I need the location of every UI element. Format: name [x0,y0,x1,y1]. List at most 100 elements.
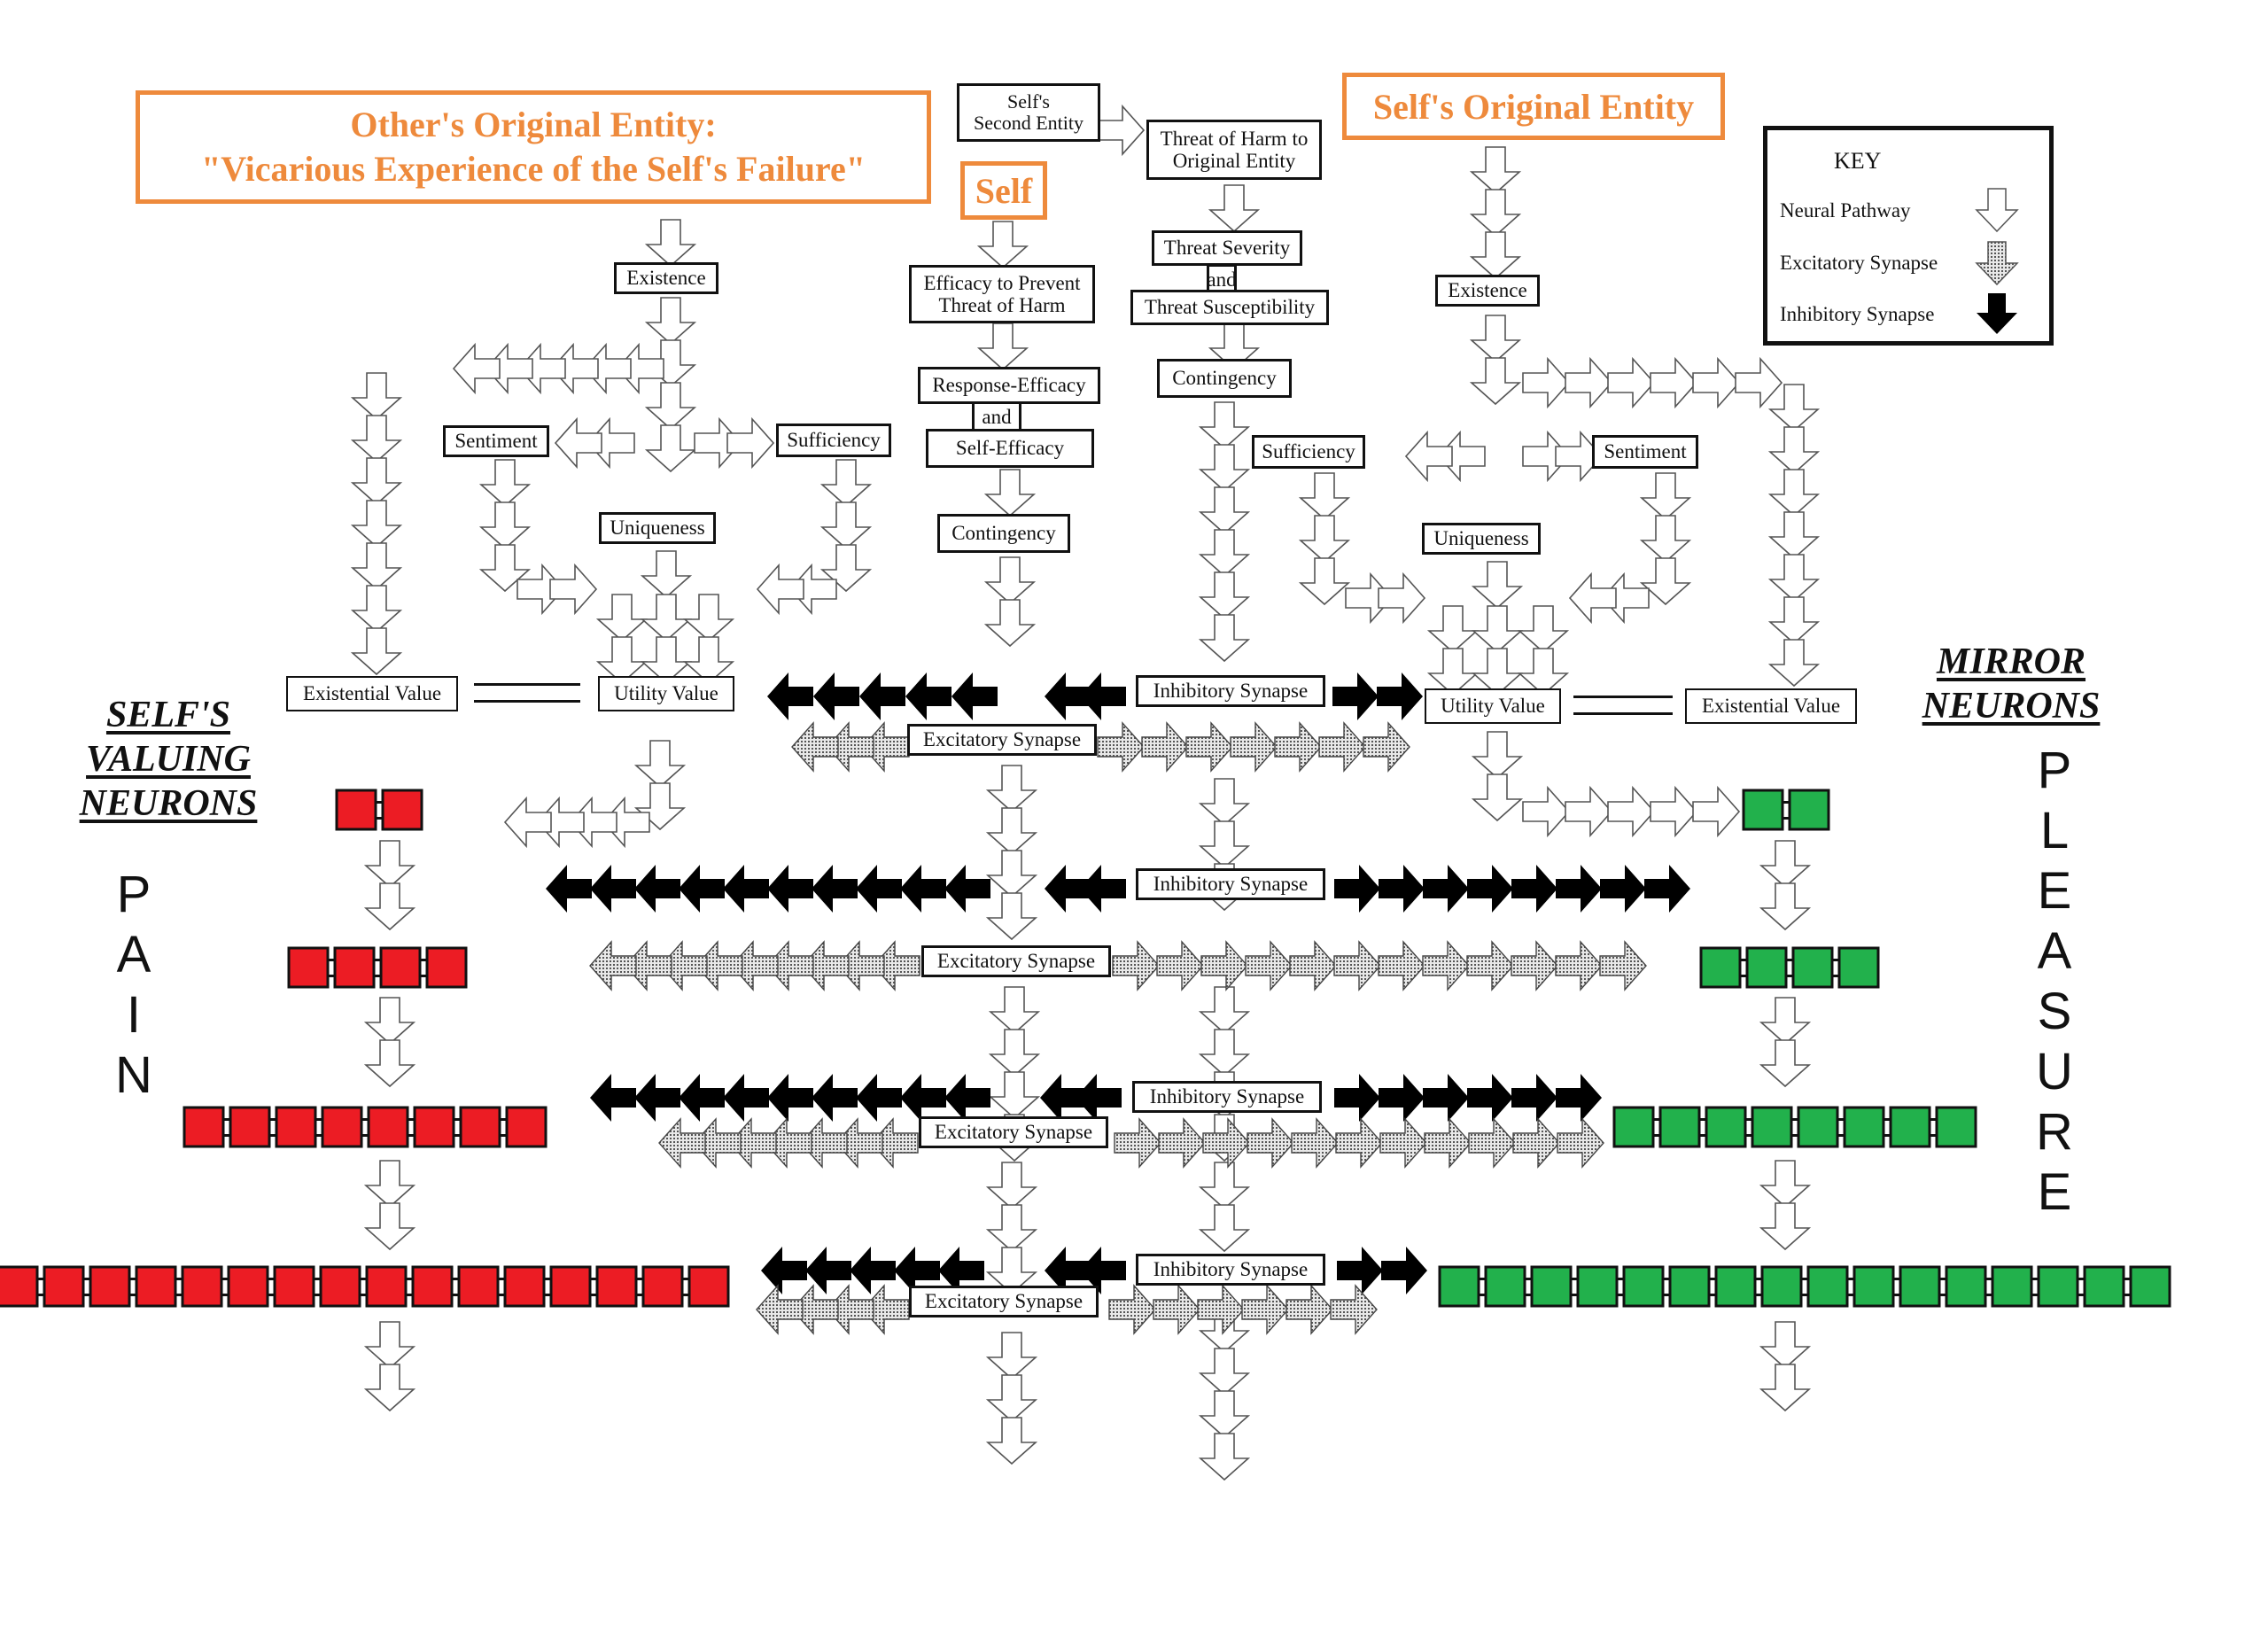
excitatory-synapse-arrow [1466,940,1514,991]
excitatory-synapse-arrow [695,940,743,991]
synapse-connector [316,1118,322,1121]
neural-pathway-arrow [1759,840,1812,889]
neural-pathway-arrow [1692,356,1741,409]
neural-pathway-arrow [819,459,873,508]
excitatory-synapse-arrow [1241,1284,1289,1335]
key-title: KEY [1834,148,1882,174]
inhibitory-synapse-arrow [546,865,592,913]
synapse-connector [454,1118,460,1121]
neural-pathway-arrow [1568,571,1617,625]
excitatory-synapse-arrow [729,1117,777,1169]
synapse-connector [1802,1294,1807,1296]
label-text: Excitatory Synapse [922,728,1082,751]
synapse-connector [499,1278,504,1280]
synapse-connector [268,1278,274,1280]
inhibitory-synapse-arrow [944,1074,990,1122]
synapse-connector [2032,1278,2038,1280]
node-text-line: Threat of Harm to [1160,127,1309,150]
neural-pathway-arrow [726,416,775,470]
node-text: Existence [626,267,706,290]
synapse-connector [1664,1294,1669,1296]
pleasure-neuron [2083,1265,2125,1308]
synapse-connector [1700,1134,1705,1137]
excitatory-synapse-arrow [1158,1117,1206,1169]
inhibitory-synapse-arrow [1379,1074,1425,1122]
neural-pathway-arrow [1198,529,1251,578]
node-text: Sufficiency [787,429,881,452]
neural-pathway-arrow [363,1364,416,1412]
inhibitory-synapse-arrow [767,865,813,913]
inhibitory-synapse-arrow [767,1074,813,1122]
synapse-connector [329,959,334,961]
neural-pathway-arrow [1298,472,1351,521]
neural-pathway-arrow [1378,571,1426,625]
inhibitory-synapse-arrow [1334,865,1380,913]
pain-neuron [411,1265,454,1308]
synapse-connector [315,1294,320,1296]
neural-pathway-arrow [1198,571,1251,620]
neural-pathway-arrow [485,342,533,395]
neural-pathway-arrow [1471,731,1524,780]
excitatory-synapse-arrow [1274,721,1322,773]
neural-pathway-arrow [616,342,664,395]
pain-letter: P [116,866,151,923]
neural-pathway-arrow [788,563,837,616]
synapse-connector [329,975,334,977]
inhibitory-synapse-arrow [1337,1247,1383,1294]
pain-neuron [227,1265,269,1308]
neural-pathway-arrow [1735,356,1783,409]
synapse-connector [361,1294,366,1296]
pleasure-neuron [1837,946,1880,989]
inhibitory-synapse-arrow [1556,1074,1602,1122]
pleasure-neuron [1714,1265,1757,1308]
node-right-sufficiency: Sufficiency [1252,435,1365,469]
excitatory-synapse-arrow [1335,1117,1383,1169]
node-threat-severity: Threat Severity [1152,230,1302,266]
node-left-uniqueness: Uniqueness [599,512,716,544]
neural-pathway-arrow [478,459,532,508]
excitatory-synapse-arrow [1557,1117,1604,1169]
synapse-connector [362,1118,368,1121]
inhibitory-synapse-arrow [634,1074,680,1122]
neural-pathway-arrow [985,1162,1038,1210]
synapse-connector [1700,1118,1705,1121]
excitatory-synapse-arrow [1512,1117,1560,1169]
neural-pathway-arrow [985,1374,1038,1423]
excitatory-synapse-arrow [1285,1284,1333,1335]
pleasure-neuron [1788,789,1830,831]
inhibitory-synapse-arrow [1467,1074,1513,1122]
excitatory-synapse-arrow [1511,940,1558,991]
self-original-entity-title: Self's Original Entity [1342,73,1725,140]
neural-pathway-arrow [1198,778,1251,827]
inhibitory-synapse-arrow [1381,1247,1427,1294]
inhibitory-synapse-arrow [1377,672,1423,720]
synapse-connector [408,1134,414,1137]
neural-pathway-arrow [1469,357,1522,406]
node-right-existential-value: Existential Value [1685,688,1857,724]
inhibitory-synapse-arrow [1045,672,1091,720]
synapse-connector [1792,1118,1798,1121]
synapse-connector [1654,1134,1659,1137]
node-text: Uniqueness [1433,527,1529,550]
excitatory-synapse-arrow [1289,940,1337,991]
node-left-existence: Existence [614,262,718,294]
inhibitory-synapse-arrow [634,865,680,913]
neural-pathway-arrow [1426,605,1480,654]
excitatory-synapse-arrow [871,1117,919,1169]
neural-pathway-arrow [1767,554,1821,602]
neural-pathway-arrow [985,892,1038,941]
excitatory-synapse-arrow [862,721,910,773]
title-line: MIRROR [1936,641,2086,682]
inhibitory-synapse-arrow [951,672,998,720]
inhibitory-synapse-arrow [1423,1074,1469,1122]
node-efficacy-prevent: Efficacy to Prevent Threat of Harm [909,265,1095,323]
excitatory-synapse-arrow [1245,940,1293,991]
pain-letter: I [126,986,141,1044]
pain-neuron [457,1265,500,1308]
neural-pathway-arrow [985,1247,1038,1295]
pain-neuron [367,1106,409,1148]
inhibitory-synapse-arrow [900,1074,946,1122]
synapse-connector [1746,1134,1751,1137]
inhibitory-synapse-arrow [1080,1247,1126,1294]
pleasure-neuron [1658,1106,1701,1148]
